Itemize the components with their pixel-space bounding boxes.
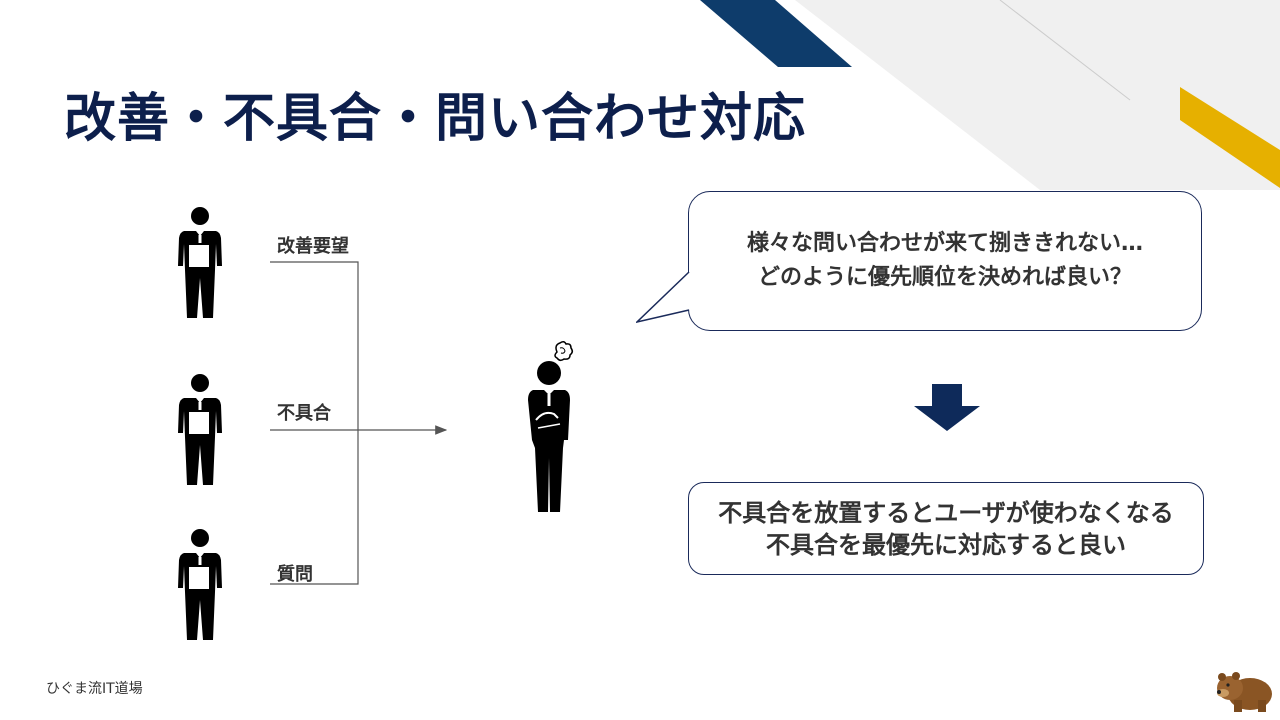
request-label-improvement: 改善要望	[277, 236, 349, 257]
confused-businessman-icon	[528, 340, 574, 512]
conclusion-line-2: 不具合を最優先に対応すると良い	[766, 530, 1126, 559]
businessman-holding-document-icon	[178, 374, 222, 485]
speech-bubble-line-2: どのように優先順位を決めれば良い？	[757, 265, 1132, 290]
conclusion-line-1: 不具合を放置するとユーザが使わなくなる	[718, 498, 1174, 527]
footer-brand: ひぐま流IT道場	[46, 681, 143, 697]
speech-bubble-line-1: 様々な問い合わせが来て捌ききれない…	[746, 231, 1143, 256]
conclusion-box: 不具合を放置するとユーザが使わなくなる 不具合を最優先に対応すると良い	[688, 482, 1204, 575]
bear-icon	[1217, 672, 1272, 712]
request-label-bug: 不具合	[277, 403, 331, 424]
businessman-holding-document-icon	[178, 529, 222, 640]
businessman-holding-document-icon	[178, 207, 222, 318]
speech-bubble: 様々な問い合わせが来て捌ききれない… どのように優先順位を決めれば良い？	[688, 191, 1202, 331]
slide-title: 改善・不具合・問い合わせ対応	[64, 89, 807, 149]
request-label-question: 質問	[277, 564, 313, 585]
speech-bubble-tail	[636, 271, 690, 324]
